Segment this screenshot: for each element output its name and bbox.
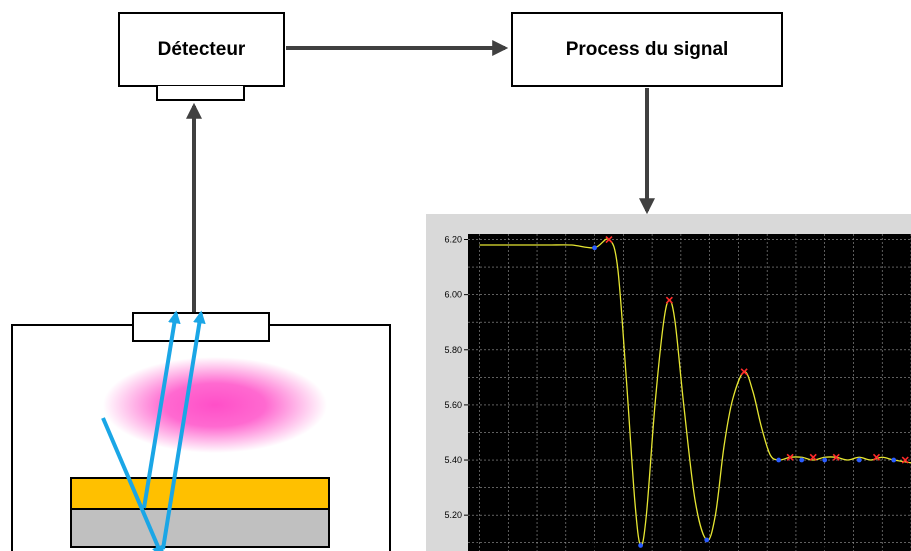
y-tick-label: 5.40 — [444, 455, 462, 465]
maximum-marker — [605, 235, 613, 244]
x-tick-label: 20.0 — [586, 541, 604, 551]
signal-processing-box: Process du signal — [511, 12, 783, 87]
y-tick-label: 5.60 — [444, 400, 462, 410]
plot-grid — [468, 234, 911, 551]
signal-processing-label: Process du signal — [565, 38, 729, 60]
minimum-marker — [822, 457, 828, 463]
x-tick-label: 40.0 — [701, 541, 719, 551]
reflected-beam-1 — [142, 310, 181, 509]
minimum-marker — [891, 457, 897, 463]
maximum-marker — [740, 368, 748, 376]
maximum-marker — [786, 453, 794, 461]
y-tick-label: 6.20 — [444, 235, 462, 245]
minimum-marker — [799, 457, 805, 463]
x-tick-label: 60.0 — [816, 541, 834, 551]
signal-plot: 5.20 5.40 5.60 5.80 6.00 6.20 0.0 20.0 40.0 60.0 — [444, 234, 911, 551]
x-axis-ticks: 0.0 20.0 40.0 60.0 — [473, 541, 833, 551]
minimum-marker — [856, 457, 862, 463]
minimum-marker — [592, 245, 597, 251]
detector-box: Détecteur — [118, 12, 285, 87]
thin-film-layer — [70, 477, 330, 510]
extrema-markers — [592, 235, 909, 548]
minimum-marker — [704, 537, 710, 543]
incident-beam — [101, 417, 164, 551]
maximum-marker — [872, 453, 881, 461]
maximum-marker — [809, 453, 817, 461]
maximum-marker — [665, 296, 673, 304]
y-tick-label: 6.00 — [444, 290, 462, 300]
y-tick-label: 5.80 — [444, 345, 462, 355]
maximum-marker — [832, 453, 840, 461]
plasma-glow — [103, 357, 327, 453]
y-tick-label: 5.20 — [444, 510, 462, 520]
minimum-marker — [638, 543, 643, 548]
maximum-marker — [901, 456, 909, 464]
x-tick-label: 0.0 — [473, 541, 486, 551]
signal-plot-panel: 5.20 5.40 5.60 5.80 6.00 6.20 0.0 20.0 40.0 60.0 — [426, 214, 911, 551]
minimum-marker — [776, 457, 782, 463]
reflected-beam-2 — [161, 310, 206, 550]
plot-area — [468, 234, 911, 551]
signal-trace — [479, 238, 911, 547]
y-axis-ticks: 5.20 5.40 5.60 5.80 6.00 6.20 — [444, 235, 468, 520]
substrate-layer — [70, 508, 330, 548]
detector-window — [156, 86, 245, 101]
detector-label: Détecteur — [157, 38, 246, 60]
